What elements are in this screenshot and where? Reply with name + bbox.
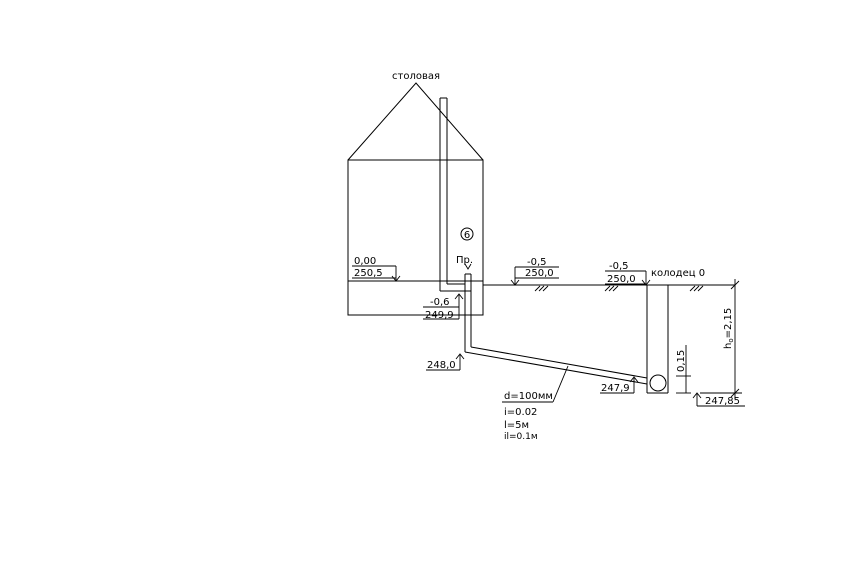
depth-dimension: ho=2,15 (700, 279, 742, 399)
ground1-top: -0,5 (527, 257, 547, 268)
pipe-slope: i=0.02 (504, 407, 537, 418)
outlet-pipe (464, 273, 648, 385)
well (646, 285, 669, 394)
floor-level-mark: 0,00 250,5 (352, 256, 401, 282)
ground1-bottom: 250,0 (525, 268, 554, 279)
ground2-bottom: 250,0 (607, 274, 636, 285)
outlet-level-mark: -0,6 249,9 (423, 293, 464, 321)
ground-level-mark-2: -0,5 250,0 (605, 261, 651, 286)
building (347, 82, 484, 316)
pipe-diameter: d=100мм (504, 391, 553, 402)
well-bottom: 247,85 (705, 396, 740, 407)
marker-circle: 6 (460, 227, 474, 241)
pipe-invert-end: 247,9 (601, 383, 630, 394)
marker-number: 6 (464, 230, 470, 241)
riser-pipe (439, 97, 471, 292)
exit-top: -0,6 (430, 297, 450, 308)
well-gap-dimension: 0,15 (676, 345, 691, 394)
building-label: столовая (392, 71, 440, 82)
well-label: колодец 0 (651, 268, 705, 279)
riser-label: Пр. (456, 255, 473, 266)
well-gap: 0,15 (676, 350, 687, 372)
pipe-invert-end-mark: 247,9 (600, 376, 639, 394)
pipe-data-callout: d=100мм i=0.02 l=5м il=0.1м (502, 365, 569, 442)
depth-sub: o (727, 338, 735, 342)
ground2-top: -0,5 (609, 261, 629, 272)
ground-level-mark-1: -0,5 250,0 (510, 257, 559, 286)
ground-line (483, 284, 735, 292)
riser-label-group: Пр. (456, 255, 473, 270)
well-bottom-mark: 247,85 (692, 392, 745, 407)
depth-value: =2,15 (723, 308, 734, 339)
pipe-invert-start-mark: 248,0 (426, 353, 465, 371)
pipe-drop: il=0.1м (504, 432, 538, 442)
pipe-length: l=5м (504, 420, 529, 431)
floor-mark-bottom: 250,5 (354, 268, 383, 279)
depth-label: ho=2,15 (723, 308, 735, 349)
floor-mark-top: 0,00 (354, 256, 376, 267)
pipe-invert-start: 248,0 (427, 360, 456, 371)
depth-h: h (723, 343, 734, 349)
exit-bottom: 249,9 (425, 310, 454, 321)
